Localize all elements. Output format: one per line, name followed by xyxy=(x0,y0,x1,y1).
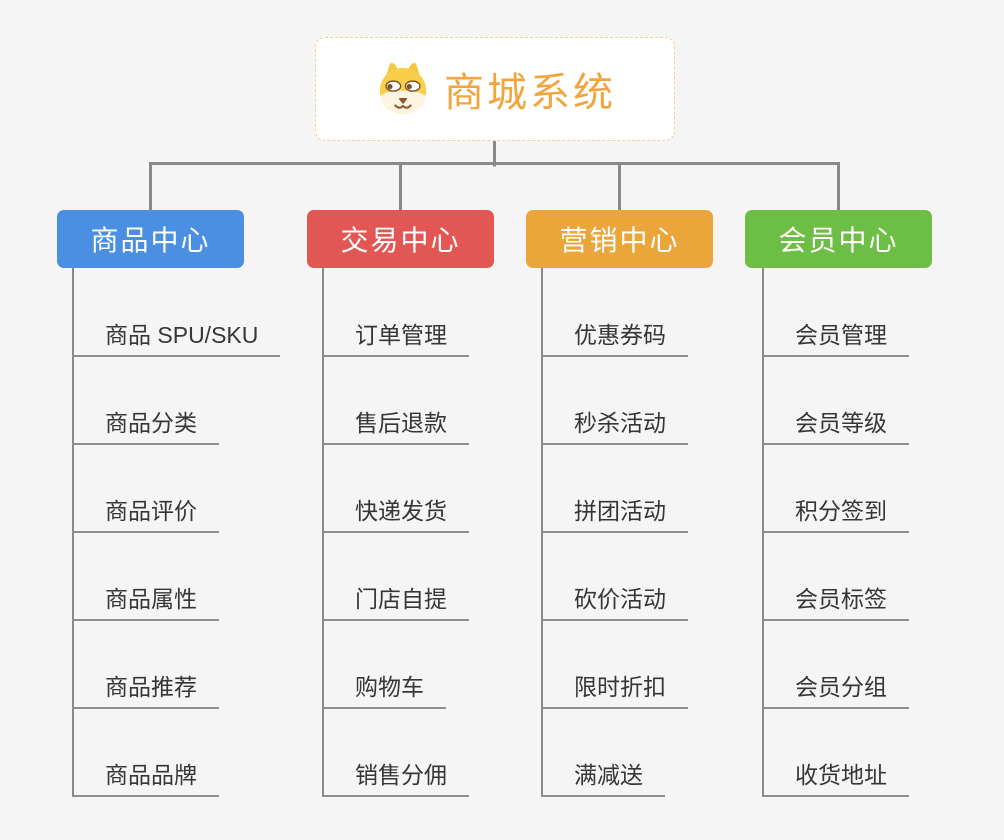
root-node[interactable]: 商城系统 xyxy=(315,37,675,141)
leaf-node[interactable]: 售后退款 xyxy=(322,408,469,445)
leaf-node[interactable]: 商品评价 xyxy=(72,496,219,533)
leaf-node[interactable]: 商品品牌 xyxy=(72,760,219,797)
leaf-node[interactable]: 会员标签 xyxy=(762,584,909,621)
leaf-node[interactable]: 商品推荐 xyxy=(72,672,219,709)
leaf-node[interactable]: 商品分类 xyxy=(72,408,219,445)
leaf-node[interactable]: 优惠券码 xyxy=(541,320,688,357)
branch-node[interactable]: 会员中心 xyxy=(745,210,932,268)
leaf-node[interactable]: 购物车 xyxy=(322,672,446,709)
branch-label: 营销中心 xyxy=(559,225,680,256)
leaf-node[interactable]: 限时折扣 xyxy=(541,672,688,709)
leaf-node[interactable]: 满减送 xyxy=(541,760,665,797)
branch-node[interactable]: 商品中心 xyxy=(57,210,244,268)
leaf-node[interactable]: 会员分组 xyxy=(762,672,909,709)
branch-label: 会员中心 xyxy=(778,225,899,256)
leaf-node[interactable]: 会员管理 xyxy=(762,320,909,357)
leaf-node[interactable]: 砍价活动 xyxy=(541,584,688,621)
leaf-node[interactable]: 销售分佣 xyxy=(322,760,469,797)
root-title: 商城系统 xyxy=(444,71,616,115)
leaf-node[interactable]: 会员等级 xyxy=(762,408,909,445)
leaf-node[interactable]: 秒杀活动 xyxy=(541,408,688,445)
branch-node[interactable]: 交易中心 xyxy=(307,210,494,268)
leaf-node[interactable]: 商品 SPU/SKU xyxy=(72,320,281,357)
leaf-node[interactable]: 积分签到 xyxy=(762,496,909,533)
dog-face-icon xyxy=(374,61,432,117)
leaf-node[interactable]: 快递发货 xyxy=(322,496,469,533)
leaf-node[interactable]: 收货地址 xyxy=(762,760,909,797)
leaf-node[interactable]: 拼团活动 xyxy=(541,496,688,533)
branch-node[interactable]: 营销中心 xyxy=(526,210,713,268)
leaf-node[interactable]: 商品属性 xyxy=(72,584,219,621)
branch-label: 交易中心 xyxy=(340,225,461,256)
leaf-node[interactable]: 订单管理 xyxy=(322,320,469,357)
leaf-node[interactable]: 门店自提 xyxy=(322,584,469,621)
branch-label: 商品中心 xyxy=(90,225,211,256)
